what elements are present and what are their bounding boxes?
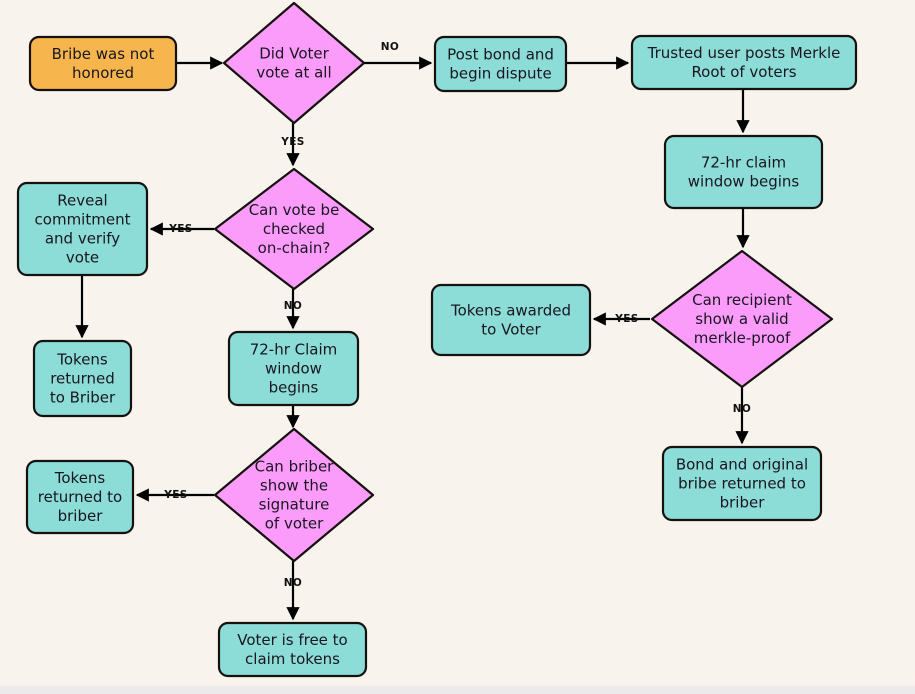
node-shape-can-briber-show-signature xyxy=(213,427,375,563)
edges-layer xyxy=(75,56,750,621)
node-shape-tokens-returned-to-briber-lower xyxy=(25,459,135,535)
node-shape-can-vote-be-checked-onchain xyxy=(213,167,375,291)
node-shape-claim-window-right xyxy=(663,134,824,210)
edge-label-e-didvote-no-postbond: NO xyxy=(381,41,400,53)
edge-label-e-cansig-no-voterfree: NO xyxy=(284,577,303,589)
edge-label-e-merkleproof-no-bond: NO xyxy=(733,403,752,415)
edge-label-e-checkonchain-no-window: NO xyxy=(284,300,303,312)
node-shape-trusted-user-merkle-root xyxy=(630,34,858,91)
edge-labels-layer: NO YES NO YES YES NO YES NO xyxy=(163,41,751,589)
node-shape-reveal-commitment xyxy=(16,181,149,277)
node-shape-bribe-not-honored xyxy=(28,35,178,92)
edge-label-e-merkleproof-yes-tokens: YES xyxy=(614,313,639,325)
node-shape-tokens-awarded-to-voter xyxy=(430,283,592,357)
node-shape-bond-and-bribe-returned xyxy=(661,445,823,522)
bottom-strip xyxy=(0,686,915,694)
node-shape-can-recipient-show-merkle-proof xyxy=(650,249,834,389)
edge-label-e-cansig-yes-tokens: YES xyxy=(163,489,188,501)
node-shape-claim-window-center xyxy=(227,330,360,407)
node-shape-tokens-returned-to-briber-upper xyxy=(32,339,133,418)
edge-label-e-didvote-yes-checkonchain: YES xyxy=(280,136,305,148)
edge-label-e-checkonchain-yes-reveal: YES xyxy=(168,223,193,235)
node-shape-post-bond xyxy=(433,35,568,93)
node-shape-voter-free-to-claim xyxy=(217,621,368,678)
node-shape-did-voter-vote xyxy=(222,1,366,125)
